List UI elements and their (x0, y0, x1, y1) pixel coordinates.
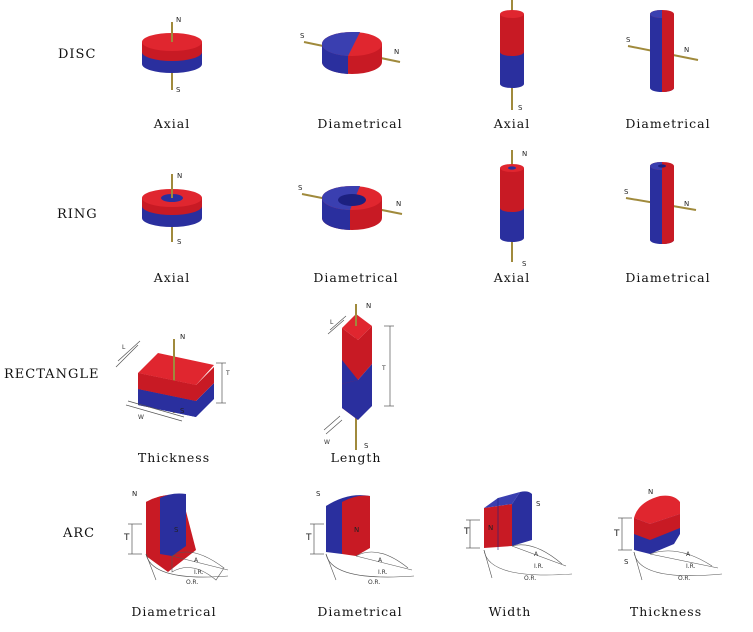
dim-a-label: A (534, 551, 539, 558)
dim-a-label: A (194, 557, 199, 564)
caption-arc-thickness: Thickness (629, 604, 703, 619)
caption-cylinder-diametrical: Diametrical (625, 116, 711, 131)
dim-ir-label: I.R. (686, 563, 696, 570)
row-label-arc: ARC (63, 526, 96, 541)
pole-s-label: S (300, 32, 305, 40)
dim-t-label: T (123, 533, 130, 543)
dim-ir-label: I.R. (534, 563, 544, 570)
pole-n-label: N (684, 46, 689, 54)
caption-arc-diametrical-2: Diametrical (317, 604, 403, 619)
pole-n-label: N (180, 333, 185, 341)
arc-thickness-diagram: T N S A I.R. O.R. (613, 488, 723, 582)
dim-l-label: L (122, 344, 126, 351)
dim-t-label: T (463, 527, 470, 537)
caption-ring-cylinder-axial: Axial (493, 270, 531, 285)
pole-n-label: N (488, 524, 493, 532)
pole-s-label: S (298, 184, 303, 192)
rectangle-length-diagram: L N S T W (323, 302, 394, 450)
pole-n-label: N (366, 302, 371, 310)
dim-w-label: W (138, 414, 144, 421)
dim-or-label: O.R. (524, 575, 536, 582)
dim-t-label: T (305, 533, 312, 543)
ring-axial-diagram: N S (142, 172, 202, 246)
pole-s-label: S (177, 238, 182, 246)
pole-s-label: S (180, 407, 185, 415)
pole-s-label: S (522, 260, 527, 268)
dim-w-label: W (324, 439, 330, 446)
caption-arc-width: Width (488, 604, 532, 619)
pole-s-label: S (624, 188, 629, 196)
ring-diametrical-diagram: S N (298, 184, 403, 230)
dim-t-label: T (613, 529, 620, 539)
cylinder-diametrical-diagram: S N (626, 10, 699, 92)
dim-a-label: A (686, 551, 691, 558)
disc-axial-diagram: N S (142, 16, 202, 94)
caption-arc-diametrical-1: Diametrical (131, 604, 217, 619)
dim-ir-label: I.R. (378, 569, 388, 576)
pole-s-label: S (624, 558, 629, 566)
caption-cylinder-axial: Axial (493, 116, 531, 131)
pole-s-label: S (176, 86, 181, 94)
pole-s-label: S (518, 104, 523, 112)
caption-disc-diametrical: Diametrical (317, 116, 403, 131)
pole-n-label: N (394, 48, 399, 56)
dim-l-label: L (330, 319, 334, 326)
caption-ring-cylinder-diametrical: Diametrical (625, 270, 711, 285)
dim-ir-label: I.R. (194, 569, 204, 576)
caption-ring-axial: Axial (153, 270, 191, 285)
dim-or-label: O.R. (678, 575, 690, 582)
row-label-rectangle: RECTANGLE (4, 367, 100, 382)
pole-s-label: S (316, 490, 321, 498)
rectangle-thickness-diagram: L N S T W (115, 333, 230, 422)
ring-cylinder-diametrical-diagram: S N (624, 162, 697, 244)
ring-cylinder-axial-diagram: N S (500, 150, 527, 268)
row-label-ring: RING (57, 207, 98, 222)
row-label-disc: DISC (58, 47, 97, 62)
pole-n-label: N (684, 200, 689, 208)
arc-diametrical-2-diagram: T S N A I.R. O.R. (305, 490, 415, 586)
pole-s-label: S (536, 500, 541, 508)
pole-n-label: N (176, 16, 181, 24)
pole-n-label: N (522, 150, 527, 158)
caption-rectangle-length: Length (330, 450, 382, 465)
pole-n-label: N (648, 488, 653, 496)
dim-a-label: A (378, 557, 383, 564)
dim-or-label: O.R. (186, 579, 198, 586)
pole-s-label: S (174, 526, 179, 534)
cylinder-axial-diagram: S (500, 0, 524, 112)
arc-diametrical-1-diagram: T N S A I.R. O.R. (123, 490, 229, 586)
dim-t-label: T (381, 365, 386, 372)
pole-s-label: S (364, 442, 369, 450)
caption-disc-axial: Axial (153, 116, 191, 131)
dim-t-label: T (225, 370, 230, 377)
caption-rectangle-thickness: Thickness (137, 450, 211, 465)
arc-width-diagram: T N S A I.R. O.R. (463, 491, 573, 582)
pole-n-label: N (354, 526, 359, 534)
pole-n-label: N (396, 200, 401, 208)
dim-or-label: O.R. (368, 579, 380, 586)
pole-s-label: S (626, 36, 631, 44)
pole-n-label: N (132, 490, 137, 498)
disc-diametrical-diagram: S N (300, 32, 401, 74)
caption-ring-diametrical: Diametrical (313, 270, 399, 285)
pole-n-label: N (177, 172, 182, 180)
